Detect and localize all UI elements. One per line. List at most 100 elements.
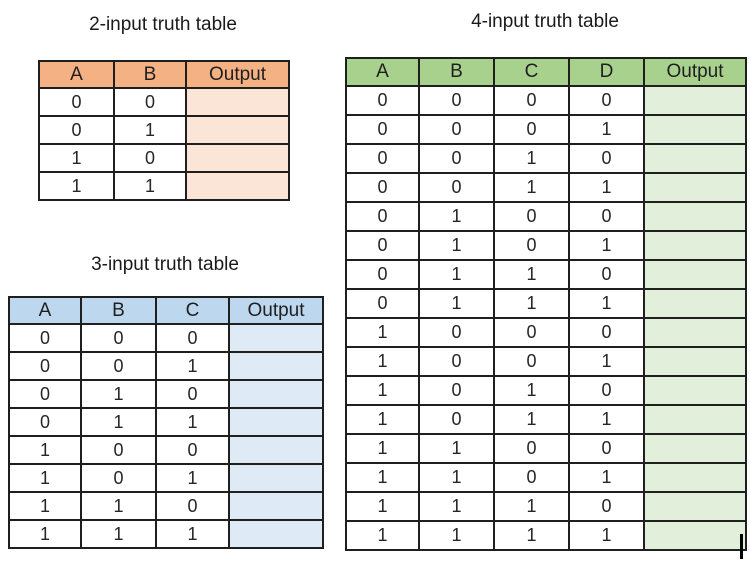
input-cell: 1 [493,520,570,551]
column-header-b: B [80,296,157,325]
four-input-table-title: 4-input truth table [471,11,619,32]
column-header-b: B [418,57,495,87]
input-cell: 0 [568,375,645,406]
input-cell: 0 [345,172,420,203]
column-header-output: Output [643,57,747,87]
column-header-d: D [568,57,645,87]
output-cell [643,114,747,145]
input-cell: 0 [38,87,115,117]
column-header-b: B [113,60,187,89]
input-cell: 0 [418,346,495,377]
input-cell: 1 [345,404,420,435]
two-input-table-title: 2-input truth table [89,14,237,35]
output-cell [185,87,290,117]
input-cell: 0 [80,463,157,493]
input-cell: 1 [345,462,420,493]
input-cell: 0 [155,323,230,353]
column-header-a: A [345,57,420,87]
input-cell: 1 [345,375,420,406]
input-cell: 1 [80,491,157,521]
output-cell [228,351,324,381]
input-cell: 1 [8,463,82,493]
input-cell: 1 [568,114,645,145]
column-header-a: A [8,296,82,325]
input-cell: 1 [345,317,420,348]
input-cell: 1 [8,435,82,465]
input-cell: 1 [155,351,230,381]
output-cell [643,85,747,116]
text-cursor-artifact [740,534,743,559]
input-cell: 1 [418,491,495,522]
input-cell: 0 [155,491,230,521]
input-cell: 1 [493,259,570,290]
input-cell: 1 [345,433,420,464]
output-cell [228,491,324,521]
input-cell: 1 [418,288,495,319]
output-cell [643,433,747,464]
input-cell: 1 [418,462,495,493]
input-cell: 1 [493,375,570,406]
input-cell: 1 [568,520,645,551]
output-cell [185,171,290,201]
input-cell: 1 [155,407,230,437]
input-cell: 0 [493,114,570,145]
input-cell: 1 [113,171,187,201]
input-cell: 0 [345,201,420,232]
input-cell: 0 [418,114,495,145]
input-cell: 0 [80,435,157,465]
input-cell: 0 [418,85,495,116]
input-cell: 0 [493,85,570,116]
column-header-c: C [493,57,570,87]
output-cell [228,519,324,549]
input-cell: 0 [568,317,645,348]
input-cell: 0 [8,351,82,381]
output-cell [643,491,747,522]
output-cell [643,462,747,493]
input-cell: 0 [493,462,570,493]
input-cell: 0 [418,317,495,348]
output-cell [643,288,747,319]
column-header-a: A [38,60,115,89]
input-cell: 0 [38,115,115,145]
input-cell: 1 [345,520,420,551]
input-cell: 1 [493,143,570,174]
input-cell: 1 [38,143,115,173]
input-cell: 1 [568,462,645,493]
output-cell [185,115,290,145]
input-cell: 0 [568,259,645,290]
input-cell: 1 [80,379,157,409]
input-cell: 0 [493,201,570,232]
three-input-table-title: 3-input truth table [91,254,239,275]
output-cell [643,317,747,348]
input-cell: 0 [8,379,82,409]
input-cell: 1 [155,463,230,493]
input-cell: 0 [493,317,570,348]
input-cell: 1 [155,519,230,549]
output-cell [643,259,747,290]
input-cell: 1 [418,201,495,232]
